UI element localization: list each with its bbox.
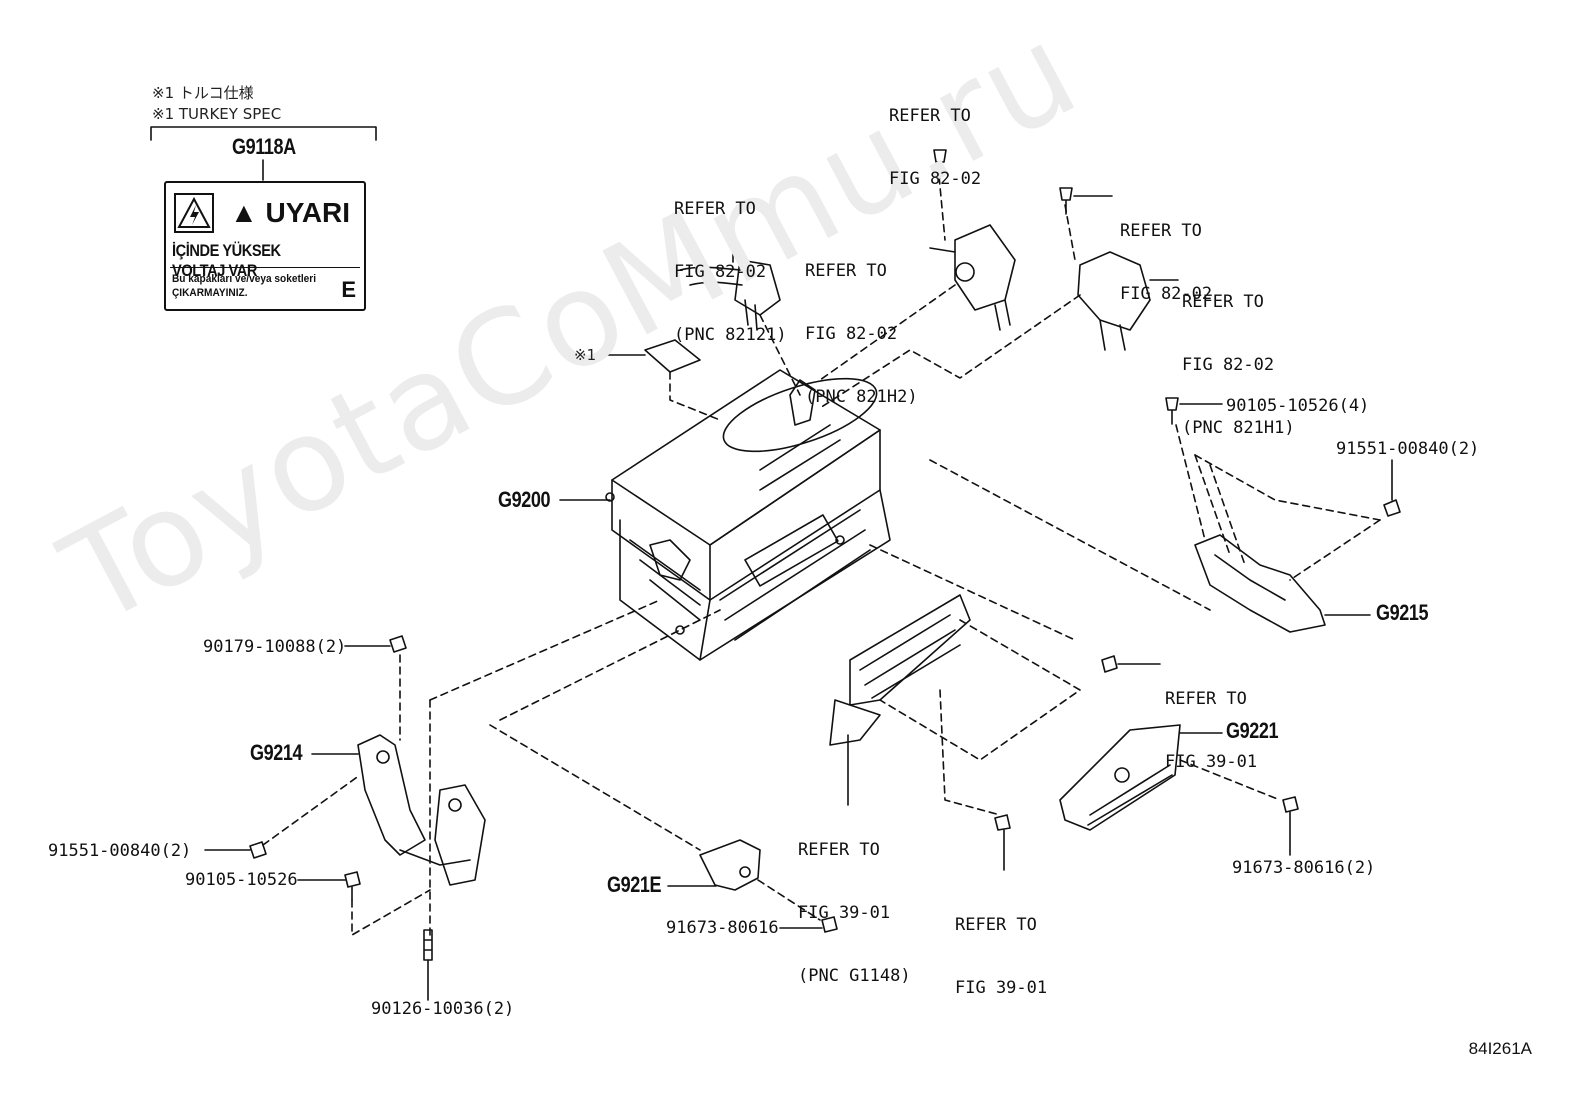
part-number-90105-4[interactable]: 90105-10526(4): [1226, 396, 1370, 416]
bolt-91551-left: [249, 841, 267, 859]
cover-g9221: [1059, 724, 1181, 831]
bracket-g1148: [829, 594, 971, 746]
figure-code: 84I261A: [1468, 1039, 1532, 1058]
bolt-right-39: [1101, 655, 1118, 673]
stud-90126: [423, 929, 433, 961]
part-number-91551-right[interactable]: 91551-00840(2): [1336, 439, 1480, 459]
part-g9200[interactable]: G9200: [498, 487, 551, 512]
warning-corner-letter: E: [341, 277, 356, 302]
part-g9215[interactable]: G9215: [1376, 600, 1429, 625]
connector-821h1: [1077, 251, 1151, 351]
part-g9118a[interactable]: G9118A: [232, 134, 296, 159]
warning-triangle-icon: ▲: [230, 197, 258, 228]
warning-line2: Bu kapakları ve/veya soketleri ÇIKARMAYI…: [172, 273, 317, 299]
part-number-90126[interactable]: 90126-10036(2): [371, 999, 515, 1019]
bolt-bottom-39: [994, 814, 1011, 831]
part-number-91673-mid[interactable]: 91673-80616: [666, 918, 779, 938]
inverter-assembly: [605, 369, 891, 661]
part-number-90179[interactable]: 90179-10088(2): [203, 637, 347, 657]
bolt-right-top: [1059, 187, 1073, 215]
bracket-g921e: [699, 839, 761, 891]
bolt-91551-right: [1383, 499, 1401, 517]
callout-refer-top[interactable]: REFER TO FIG 82-02: [889, 106, 982, 189]
callout-refer-821h1[interactable]: REFER TO FIG 82-02 (PNC 821H1): [1182, 292, 1295, 438]
bracket-g9214: [357, 734, 486, 886]
callout-refer-bolt-right[interactable]: REFER TO FIG 82-02: [1120, 221, 1213, 304]
part-number-90105-left[interactable]: 90105-10526: [185, 870, 298, 890]
warning-divider: [170, 267, 360, 268]
bolt-91673-mid: [821, 916, 838, 933]
bolt-top: [933, 149, 947, 179]
callout-refer-39-bottom[interactable]: REFER TO FIG 39-01: [955, 915, 1048, 998]
part-g9214[interactable]: G9214: [250, 740, 303, 765]
bolt-90105-4: [1165, 397, 1179, 425]
high-voltage-icon: [174, 193, 214, 233]
spec-note-en: ※1 TURKEY SPEC: [152, 105, 282, 123]
callout-refer-821h2[interactable]: REFER TO FIG 82-02 (PNC 821H2): [805, 261, 918, 407]
warning-line1: İÇİNDE YÜKSEK VOLTAJ VAR: [172, 241, 281, 280]
spec-bracket: [150, 126, 377, 141]
bolt-91673-right: [1282, 796, 1299, 813]
part-number-91551-left[interactable]: 91551-00840(2): [48, 841, 192, 861]
callout-refer-g1148[interactable]: REFER TO FIG 39-01 (PNC G1148): [798, 840, 911, 986]
part-g9221[interactable]: G9221: [1226, 718, 1279, 743]
note-marker: ※1: [574, 346, 597, 364]
part-g921e[interactable]: G921E: [607, 872, 662, 897]
warning-label: ▲ UYARI İÇİNDE YÜKSEK VOLTAJ VAR Bu kapa…: [164, 181, 366, 311]
warning-title: ▲ UYARI: [230, 197, 351, 228]
callout-refer-39-right[interactable]: REFER TO FIG 39-01: [1165, 689, 1258, 772]
connector-821h2: [954, 224, 1016, 331]
nut-90179: [389, 635, 407, 653]
bracket-g9215: [1194, 534, 1326, 633]
part-number-91673-right[interactable]: 91673-80616(2): [1232, 858, 1376, 878]
connector-82121: [679, 221, 781, 331]
callout-refer-82121[interactable]: REFER TO FIG 82-02 (PNC 82121): [674, 199, 787, 345]
bolt-90105-left: [344, 871, 361, 901]
note-sheet: [644, 339, 701, 373]
spec-note-jp: ※1 トルコ仕様: [152, 84, 254, 102]
